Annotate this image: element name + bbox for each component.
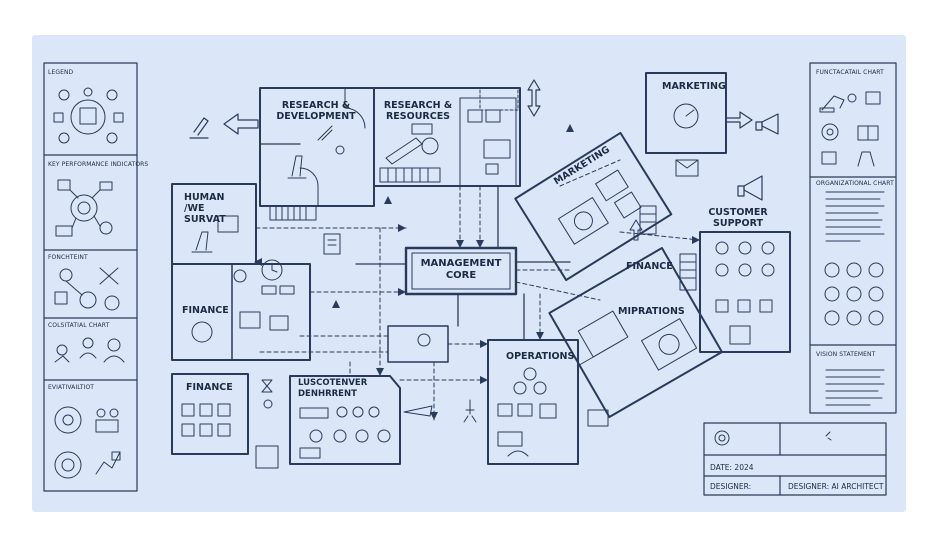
left-org-chart-label: COLSITATIAL CHART xyxy=(48,322,110,329)
human-support-icons xyxy=(191,215,239,253)
room-customer-support xyxy=(699,231,791,353)
migrations-label: MIPRATIONS xyxy=(618,306,685,317)
finance-right-label: FINANCE xyxy=(626,261,673,272)
management-core-frame xyxy=(404,246,518,296)
marketing-top-icons xyxy=(673,103,699,177)
title-block xyxy=(703,422,887,496)
document-icon xyxy=(323,233,341,255)
arrow-left-rd xyxy=(223,113,259,135)
human-support-label: HUMAN /WE SURVAT xyxy=(184,192,226,225)
customer-support-icons xyxy=(715,241,775,345)
legend-label: LEGEND xyxy=(48,69,74,76)
finance-left-label: FINANCE xyxy=(182,305,229,316)
room-marketing-mid xyxy=(514,131,673,282)
left-panel-frame xyxy=(43,62,138,492)
arrow-updown xyxy=(527,79,541,117)
room-marketing-top xyxy=(645,72,727,154)
customer-support-label: CUSTOMER SUPPORT xyxy=(708,207,768,229)
room-finance-left xyxy=(171,263,311,361)
vision-label: VISION STATEMENT xyxy=(816,351,876,358)
evolution-label: EVIATIVAILTIOT xyxy=(48,384,95,391)
title-designer-label: DESIGNER: xyxy=(710,482,752,491)
right-vision-list xyxy=(825,369,885,406)
room-research-resources xyxy=(373,87,521,187)
stairs xyxy=(379,167,441,183)
operations-icons xyxy=(497,367,557,457)
room-finance-lower xyxy=(171,373,249,455)
arrow-up-mid xyxy=(629,219,643,241)
room-operations xyxy=(487,339,579,465)
org-chart-icon xyxy=(54,337,125,363)
right-top-label: FUNCTACATAIL CHART xyxy=(816,69,884,76)
management-core-label: MANAGEMENT CORE xyxy=(420,258,502,281)
microscope-icon xyxy=(189,117,209,139)
stairs xyxy=(639,205,697,291)
flow-lines xyxy=(255,159,701,421)
room-customer-dept xyxy=(289,375,401,465)
rr-label: RESEARCH & RESOURCES xyxy=(383,100,453,122)
title-date: DATE: 2024 xyxy=(710,463,754,472)
customer-dept-label: LUSCOTENVER DENHRRENT xyxy=(298,378,368,399)
foundation-label: FONCHTEINT xyxy=(48,254,88,261)
legend-icon xyxy=(53,87,124,144)
finance-lower-icons xyxy=(181,403,231,437)
right-top-icons xyxy=(819,91,881,167)
customer-dept-icons xyxy=(299,406,391,459)
title-designer-value: DESIGNER: AI ARCHITECT xyxy=(788,482,884,491)
right-org-list xyxy=(825,191,885,242)
kpi-icon xyxy=(55,179,113,237)
arrow-right-marketing xyxy=(725,111,753,129)
operations-label: OPERATIONS xyxy=(506,351,575,362)
flow-arrows xyxy=(254,124,700,420)
megaphone-icon xyxy=(737,113,779,201)
rd-icons xyxy=(287,125,345,179)
stairs xyxy=(269,205,317,221)
finance-left-icons xyxy=(191,259,295,343)
right-org-chart-label: ORGANIZATIONAL CHART xyxy=(816,180,894,187)
connectors xyxy=(355,185,571,341)
finance-lower-label: FINANCE xyxy=(186,382,233,393)
evolution-icon xyxy=(54,406,121,479)
marketing-top-label: MARKETING xyxy=(662,81,726,92)
kpi-label: KEY PERFORMANCE INDICATORS xyxy=(48,161,149,168)
title-block-logo-icon xyxy=(714,430,832,446)
right-panel-frame xyxy=(809,62,897,414)
right-people-icons xyxy=(824,262,884,326)
blueprint-sheet xyxy=(32,35,906,512)
rd-label: RESEARCH & DEVELOPMENT xyxy=(276,100,356,122)
hourglass-icon xyxy=(261,379,477,423)
foundation-icon xyxy=(54,267,120,311)
